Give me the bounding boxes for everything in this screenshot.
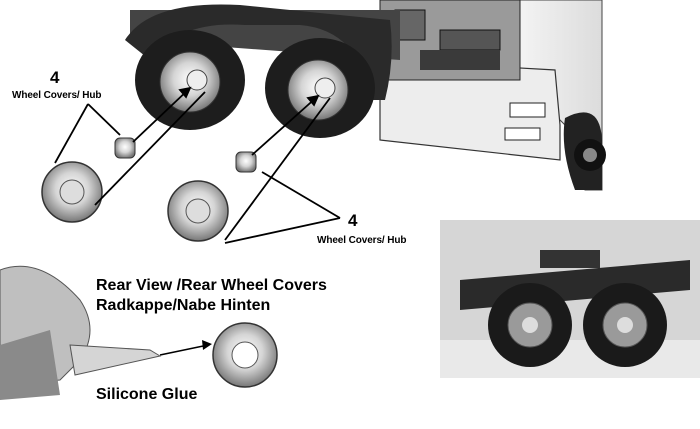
rear-axle-photo — [440, 220, 700, 378]
callout-right-label: Wheel Covers/ Hub — [317, 235, 407, 246]
rear-axle-photo-graphic — [440, 220, 700, 378]
truck-cab — [379, 0, 606, 191]
callout-top-quantity: 4 — [50, 68, 60, 87]
callout-right-quantity: 4 — [348, 211, 358, 230]
rear-view-title-de: Radkappe/Nabe Hinten — [96, 297, 271, 314]
rear-wheel-cover — [159, 322, 278, 388]
rear-view-title-en: Rear View /Rear Wheel Covers — [96, 277, 327, 294]
assembly-lines — [54, 86, 341, 244]
rear-wheels — [125, 4, 392, 138]
silicone-glue-label: Silicone Glue — [96, 386, 198, 403]
glue-tube — [0, 265, 162, 400]
wheel-covers — [41, 161, 229, 242]
hub-caps — [114, 137, 257, 173]
callout-top-label: Wheel Covers/ Hub — [12, 90, 102, 101]
